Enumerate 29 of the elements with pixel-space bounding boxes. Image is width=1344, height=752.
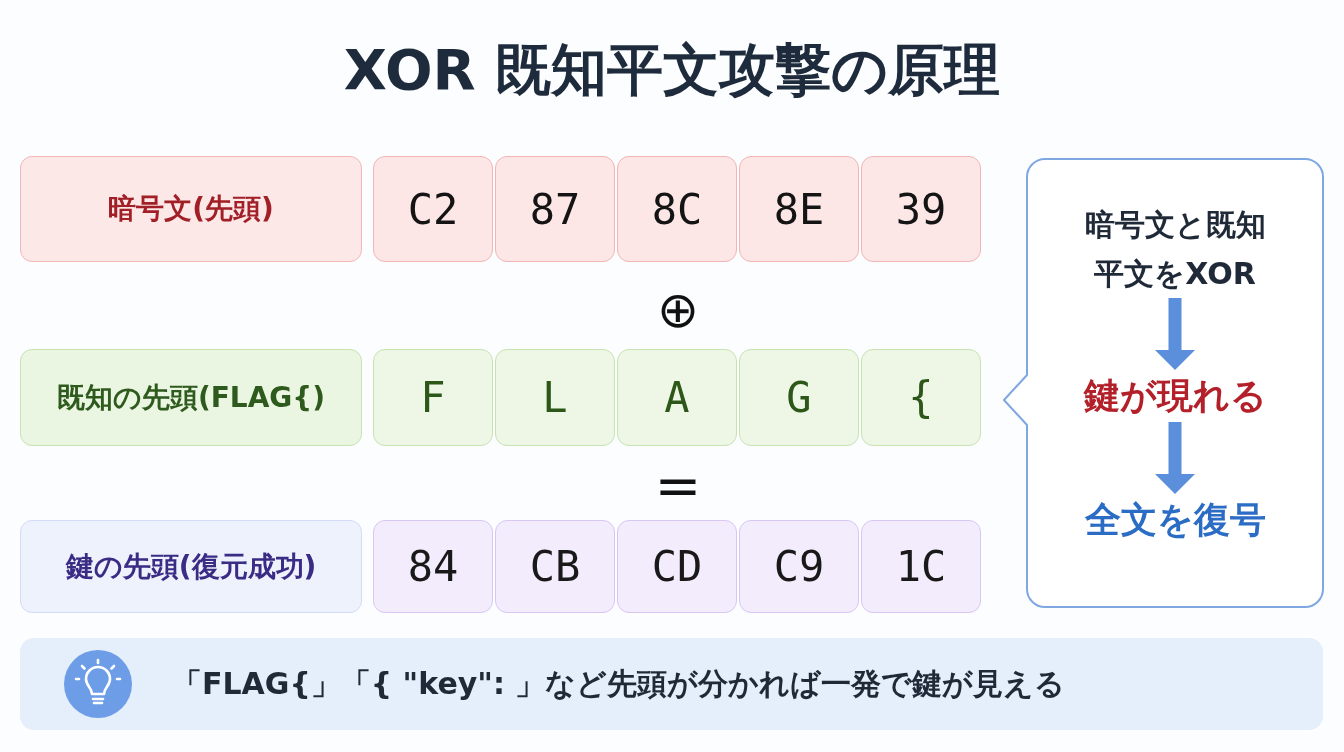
step-text: 暗号文と既知平文をXOR xyxy=(1035,200,1315,298)
plaintext-char-cell: L xyxy=(495,349,615,446)
equals-sign: = xyxy=(653,458,703,514)
hex-byte-cell: 39 xyxy=(861,156,981,262)
plaintext-char-cell: A xyxy=(617,349,737,446)
tip-text: 「FLAG{」「{ "key": 」など先頭が分かれば一発で鍵が見える xyxy=(172,665,1066,703)
hex-byte-cell: 1C xyxy=(861,520,981,613)
arrow xyxy=(1155,422,1195,494)
speech-bubble xyxy=(1003,158,1325,608)
xor-symbol: ⊕ xyxy=(656,282,700,338)
row-header: 既知の先頭(FLAG{) xyxy=(20,349,362,446)
hex-byte-cell: 87 xyxy=(495,156,615,262)
plaintext-char-cell: G xyxy=(739,349,859,446)
result-text: 鍵が現れる xyxy=(1055,370,1295,422)
plaintext-char-cell: F xyxy=(373,349,493,446)
row-header: 鍵の先頭(復元成功) xyxy=(20,520,362,613)
hex-byte-cell: C2 xyxy=(373,156,493,262)
step-text: 全文を復号 xyxy=(1055,494,1295,546)
arrow xyxy=(1155,298,1195,370)
hex-byte-cell: 84 xyxy=(373,520,493,613)
hex-byte-cell: 8C xyxy=(617,156,737,262)
title: XOR 既知平文攻撃の原理 xyxy=(343,36,1001,104)
tip-banner xyxy=(20,638,1323,730)
hex-byte-cell: C9 xyxy=(739,520,859,613)
plaintext-char-cell: { xyxy=(861,349,981,446)
hex-byte-cell: 8E xyxy=(739,156,859,262)
hex-byte-cell: CD xyxy=(617,520,737,613)
row-header: 暗号文(先頭) xyxy=(20,156,362,262)
hex-byte-cell: CB xyxy=(495,520,615,613)
